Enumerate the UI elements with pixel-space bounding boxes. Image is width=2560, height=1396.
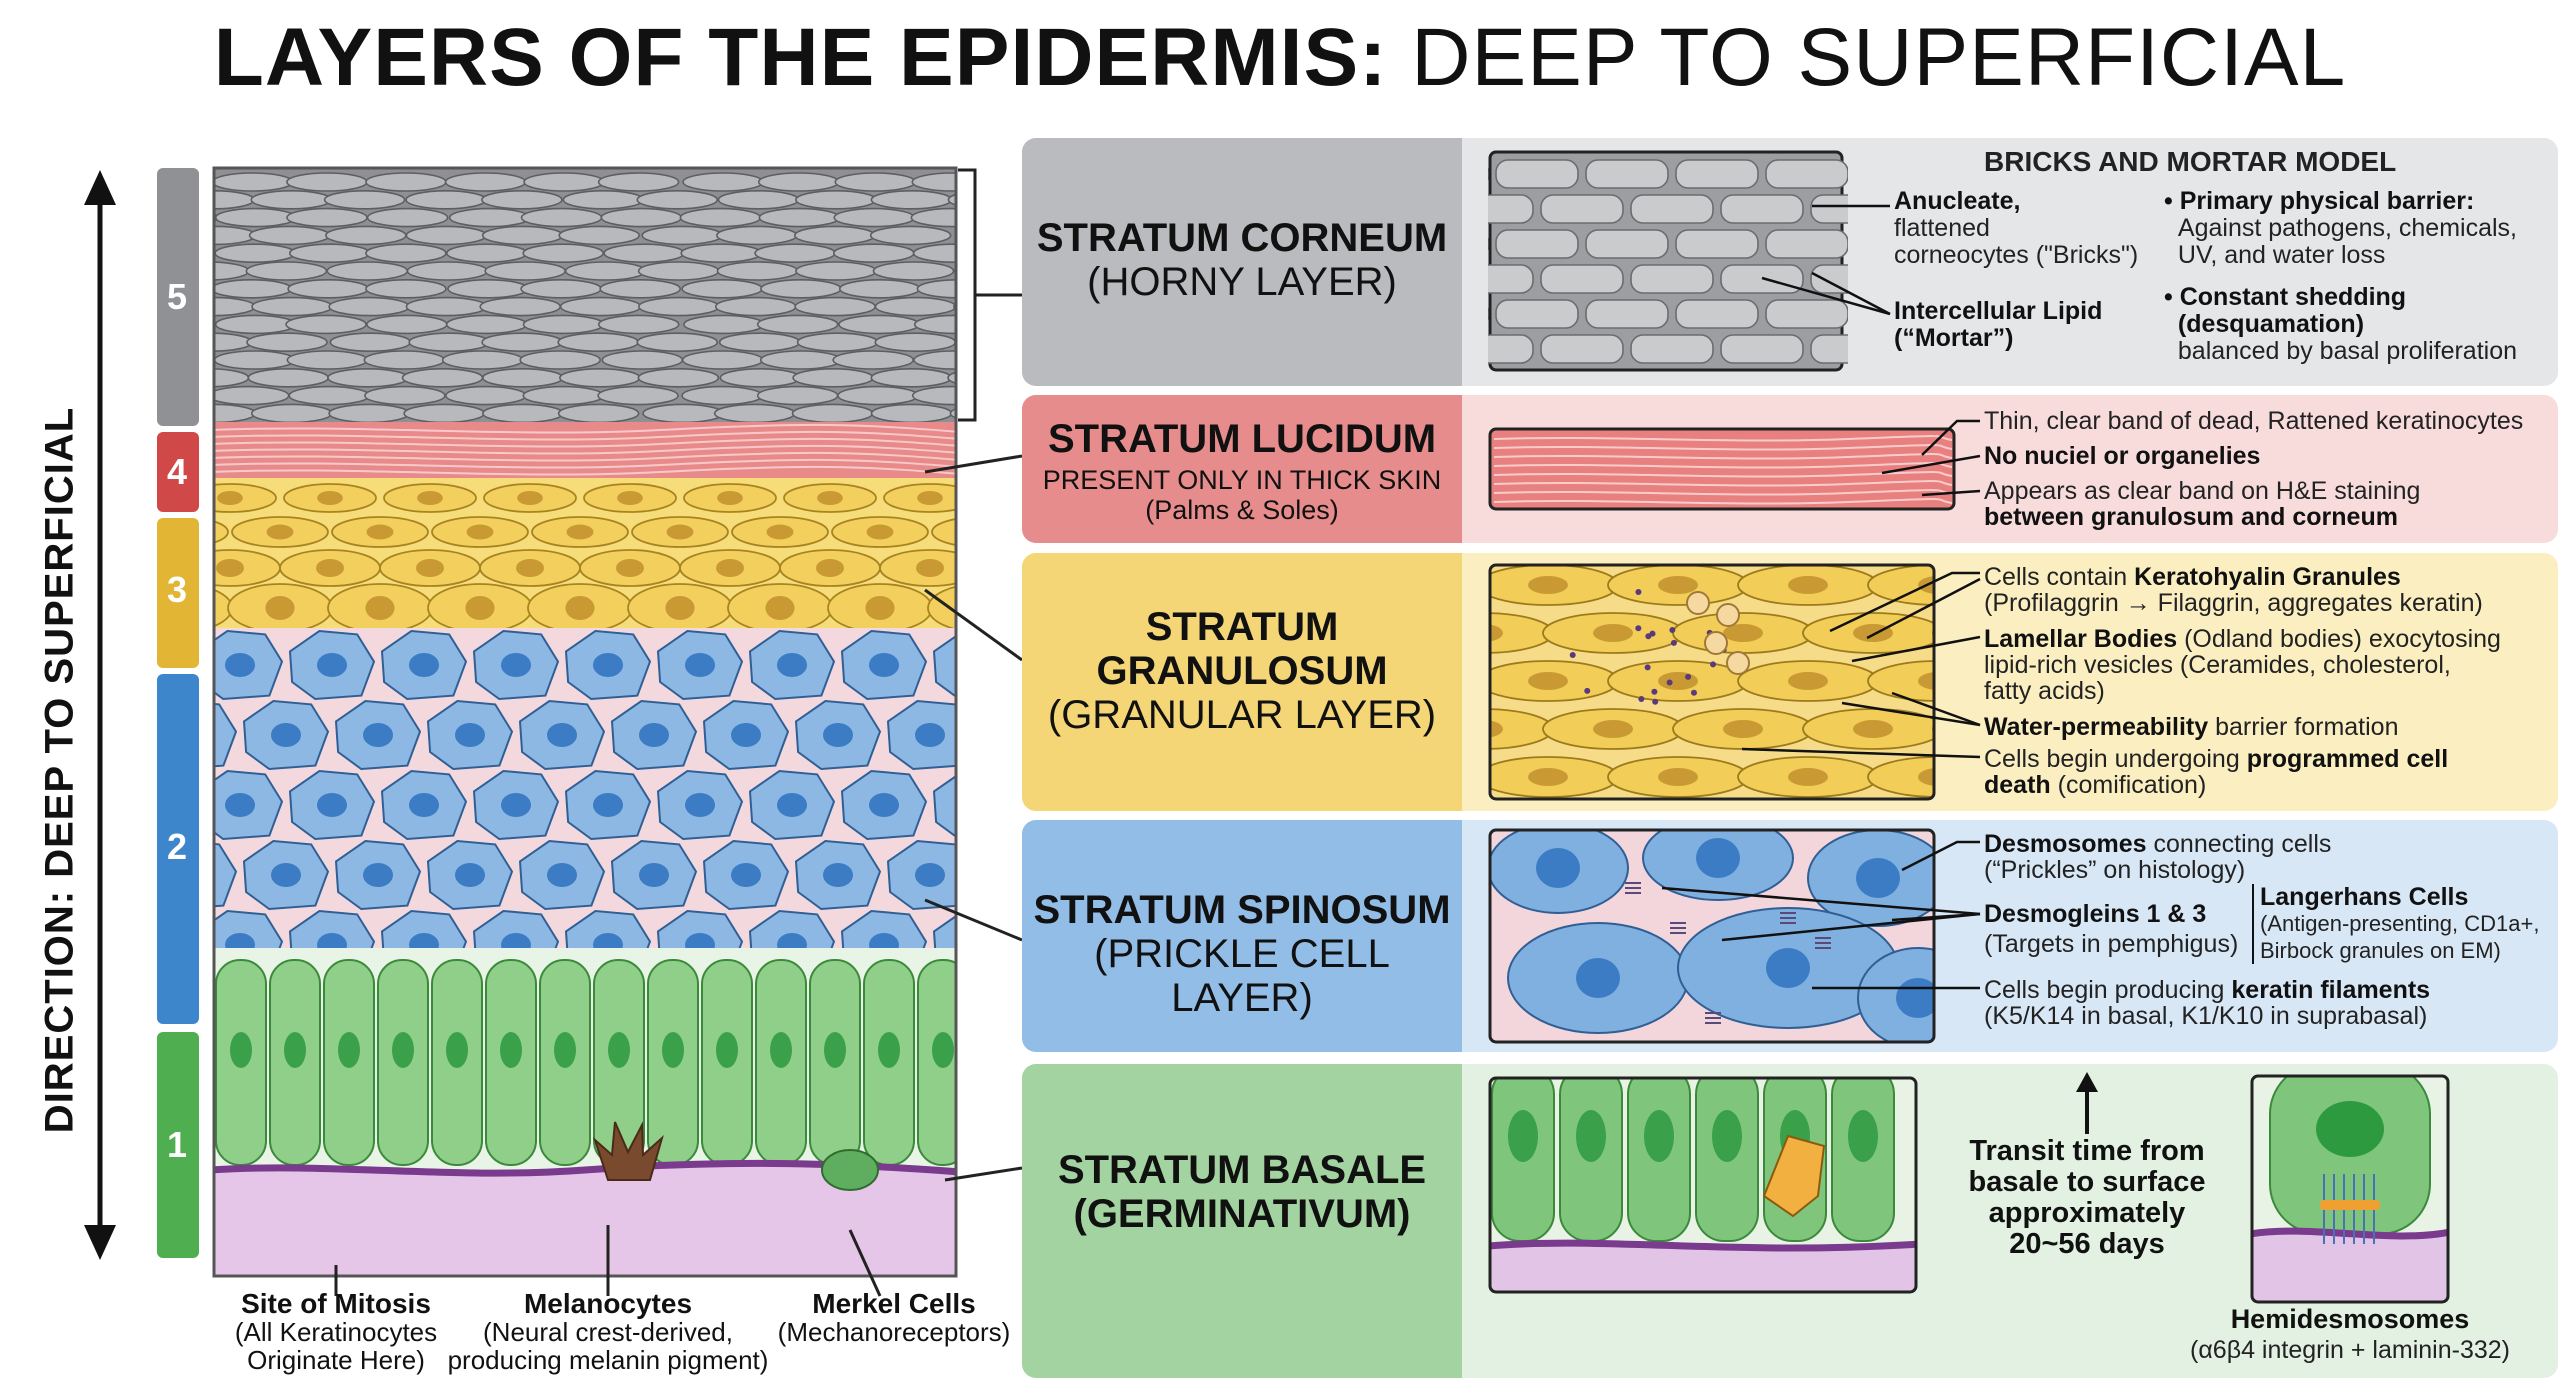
panel-stratum-spinosum: STRATUM SPINOSUM (PRICKLE CELL LAYER) De… xyxy=(1022,820,2558,1052)
lucidum-note-1: Thin, clear band of dead, Rattened kerat… xyxy=(1984,407,2524,435)
spin-keratin: Cells begin producing keratin filaments xyxy=(1984,976,2431,1004)
bricks-heading: BRICKS AND MORTAR MODEL xyxy=(1984,146,2397,177)
lucidum-band xyxy=(214,422,956,478)
direction-arrow xyxy=(84,170,116,1260)
panel-stratum-corneum: STRATUM CORNEUM (HORNY LAYER) BRICKS AND… xyxy=(1022,138,2558,386)
transit-time-note: Transit time from basale to surface appr… xyxy=(1968,1135,2206,1260)
corneum-name: STRATUM CORNEUM (HORNY LAYER) xyxy=(1036,216,1448,304)
gran-lipid-rich: lipid-rich vesicles (Ceramides, choleste… xyxy=(1984,651,2451,679)
panel-stratum-lucidum: STRATUM LUCIDUM PRESENT ONLY IN THICK SK… xyxy=(1022,395,2558,543)
corneum-inset xyxy=(1488,150,1848,372)
corneum-anucleate: Anucleate, flattened corneocytes ("Brick… xyxy=(1894,187,2139,269)
lucidum-note-2: No nuciel or organelies xyxy=(1984,442,2261,470)
label-site-of-mitosis: Site of Mitosis (All Keratinocytes Origi… xyxy=(234,1288,438,1375)
layer-number-3: 3 xyxy=(166,569,188,610)
layer-bar-1 xyxy=(157,1032,199,1258)
gran-lamellar: Lamellar Bodies (Odland bodies) exocytos… xyxy=(1984,625,2501,653)
spin-prickles: (“Prickles” on histology) xyxy=(1984,856,2246,884)
gran-comification: death (comification) xyxy=(1984,771,2207,799)
spin-desmogleins: Desmogleins 1 & 3 xyxy=(1984,900,2207,928)
corneum-shedding: • Constant shedding (desquamation) balan… xyxy=(2164,283,2518,365)
spinosum-inset xyxy=(1488,828,1936,1044)
layer-number-5: 5 xyxy=(166,276,188,317)
corneum-barrier: • Primary physical barrier: Against path… xyxy=(2164,187,2517,269)
title-bold: LAYERS OF THE EPIDERMIS: xyxy=(213,12,1388,103)
page-title: LAYERS OF THE EPIDERMIS: DEEP TO SUPERFI… xyxy=(0,8,2560,108)
layer-number-4: 4 xyxy=(166,451,188,492)
spin-pemphigus: (Targets in pemphigus) xyxy=(1984,930,2239,958)
basale-inset xyxy=(1488,1076,1918,1294)
label-melanocytes: Melanocytes (Neural crest-derived, produ… xyxy=(447,1288,769,1375)
layer-number-1: 1 xyxy=(166,1124,188,1165)
gran-water-barrier: Water-permeability barrier formation xyxy=(1984,713,2399,741)
basale-cells xyxy=(214,948,956,1276)
layer-number-2: 2 xyxy=(166,826,188,867)
spin-desmosomes: Desmosomes connecting cells xyxy=(1984,830,2332,858)
panel-stratum-granulosum: STRATUM GRANULOSUM (GRANULAR LAYER) Cell… xyxy=(1022,553,2558,811)
basale-name: STRATUM BASALE (GERMINATIVUM) xyxy=(1057,1148,1427,1236)
layer-bar-2 xyxy=(157,674,199,1024)
spin-k5-k14: (K5/K14 in basal, K1/K10 in suprabasal) xyxy=(1984,1002,2428,1030)
spin-langerhans: Langerhans Cells (Antigen-presenting, CD… xyxy=(2252,884,2539,964)
granulosum-name: STRATUM GRANULOSUM (GRANULAR LAYER) xyxy=(1047,605,1437,737)
gran-keratohyalin: Cells contain Keratohyalin Granules xyxy=(1984,563,2401,591)
hemidesmosome-inset xyxy=(2250,1074,2450,1304)
layer-bar-4 xyxy=(157,432,199,512)
spinosum-cells xyxy=(214,628,956,981)
transit-up-arrow xyxy=(2076,1072,2098,1134)
layer-color-bar xyxy=(157,168,199,1258)
layer-bar-3 xyxy=(157,518,199,668)
lucidum-inset xyxy=(1488,427,1956,511)
label-merkel-cells: Merkel Cells (Mechanoreceptors) xyxy=(777,1288,1011,1347)
lucidum-note-3: Appears as clear band on H&E staining xyxy=(1984,477,2421,505)
title-regular: DEEP TO SUPERFICIAL xyxy=(1411,12,2347,103)
layer-bar-5 xyxy=(157,168,199,426)
spinosum-name: STRATUM SPINOSUM (PRICKLE CELL LAYER) xyxy=(1033,888,1451,1020)
granulosum-cells xyxy=(214,478,956,633)
hemidesmosomes-label: Hemidesmosomes (α6β4 integrin + laminin-… xyxy=(2190,1304,2510,1364)
panel-stratum-basale: STRATUM BASALE (GERMINATIVUM) Hemidesmos… xyxy=(1022,1064,2558,1378)
granulosum-inset xyxy=(1488,563,1936,801)
lucidum-subtitle: PRESENT ONLY IN THICK SKIN (Palms & Sole… xyxy=(1042,465,1442,525)
epidermis-illustration xyxy=(212,166,958,1278)
gran-profilaggrin: (Profilaggrin → Filaggrin, aggregates ke… xyxy=(1984,589,2483,617)
gran-fatty-acids: fatty acids) xyxy=(1984,677,2105,705)
lucidum-note-4: between granulosum and corneum xyxy=(1984,503,2398,531)
corneum-lipid: Intercellular Lipid (“Mortar”) xyxy=(1894,297,2103,352)
corneum-cells xyxy=(214,168,956,424)
gran-programmed-death: Cells begin undergoing programmed cell xyxy=(1984,745,2449,773)
lucidum-name: STRATUM LUCIDUM xyxy=(1047,417,1437,461)
